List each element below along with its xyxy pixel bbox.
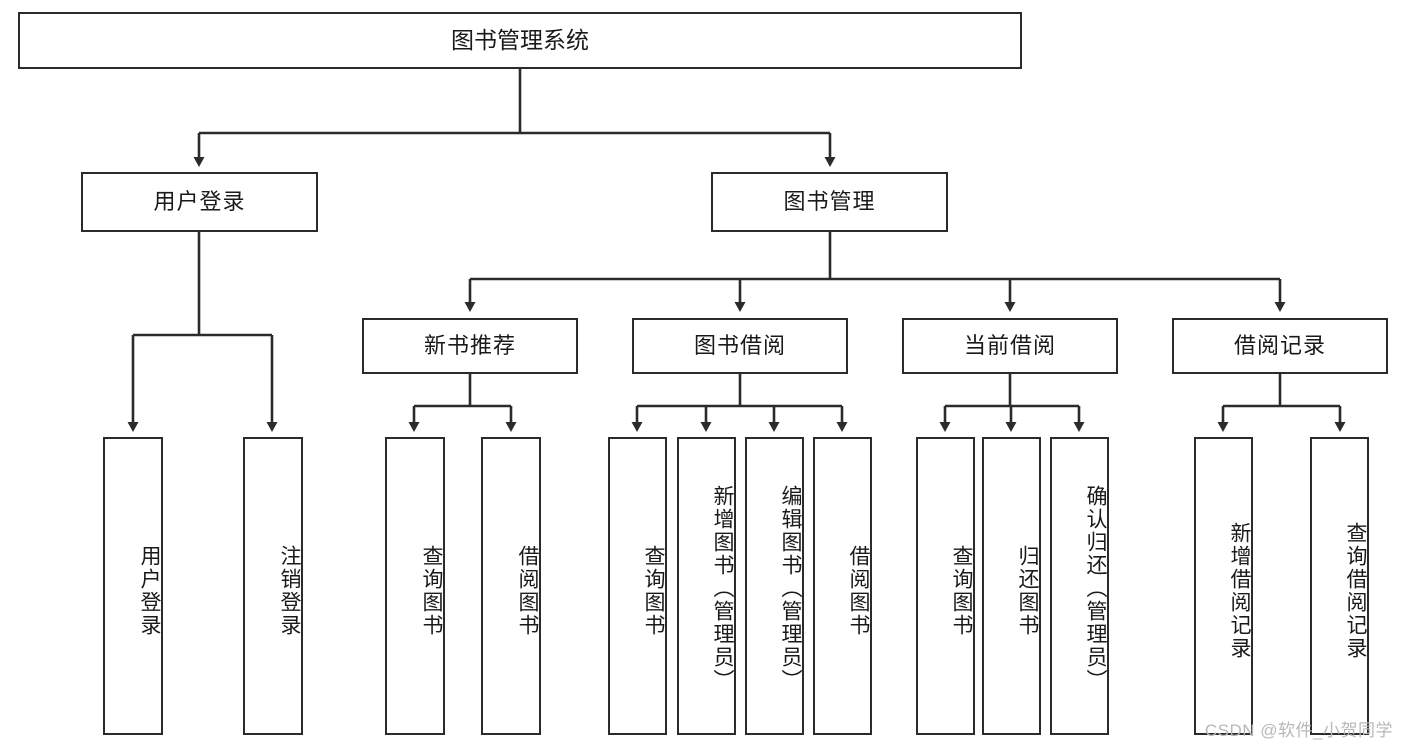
leaf-return-book-label: 归还图书 <box>1016 545 1039 637</box>
node-new-book-recommend-label: 新书推荐 <box>423 333 516 359</box>
leaf-query-book-new[interactable]: 查询图书 <box>385 437 445 735</box>
node-borrow-record-label: 借阅记录 <box>1233 333 1326 359</box>
node-borrow-record[interactable]: 借阅记录 <box>1172 318 1388 374</box>
leaf-add-borrow-record-label: 新增借阅记录 <box>1228 522 1251 660</box>
leaf-query-book-current-label: 查询图书 <box>950 545 973 637</box>
leaf-query-book-new-label: 查询图书 <box>420 545 443 637</box>
leaf-borrow-book-new[interactable]: 借阅图书 <box>481 437 541 735</box>
leaf-borrow-book[interactable]: 借阅图书 <box>813 437 872 735</box>
leaf-confirm-return-admin[interactable]: 确认归还（管理员） <box>1050 437 1109 735</box>
leaf-query-borrow-record-label: 查询借阅记录 <box>1344 522 1367 660</box>
leaf-edit-book-admin-label: 编辑图书（管理员） <box>779 484 802 692</box>
node-book-management-label: 图书管理 <box>783 189 876 215</box>
leaf-return-book[interactable]: 归还图书 <box>982 437 1041 735</box>
node-book-management[interactable]: 图书管理 <box>711 172 948 232</box>
node-root-label: 图书管理系统 <box>451 26 589 53</box>
node-book-borrow-label: 图书借阅 <box>693 333 786 359</box>
watermark: CSDN @软件_小贺同学 <box>1204 721 1393 740</box>
node-book-borrow[interactable]: 图书借阅 <box>632 318 848 374</box>
node-root[interactable]: 图书管理系统 <box>18 12 1022 69</box>
node-current-borrow-label: 当前借阅 <box>963 333 1056 359</box>
node-new-book-recommend[interactable]: 新书推荐 <box>362 318 578 374</box>
node-user-login[interactable]: 用户登录 <box>81 172 318 232</box>
leaf-user-login-label: 用户登录 <box>138 545 161 637</box>
leaf-query-borrow-record[interactable]: 查询借阅记录 <box>1310 437 1369 735</box>
leaf-logout[interactable]: 注销登录 <box>243 437 303 735</box>
leaf-query-book[interactable]: 查询图书 <box>608 437 667 735</box>
leaf-logout-label: 注销登录 <box>278 545 301 637</box>
node-user-login-label: 用户登录 <box>153 189 246 215</box>
leaf-user-login[interactable]: 用户登录 <box>103 437 163 735</box>
leaf-add-book-admin[interactable]: 新增图书（管理员） <box>677 437 736 735</box>
leaf-confirm-return-admin-label: 确认归还（管理员） <box>1084 484 1107 692</box>
leaf-borrow-book-label: 借阅图书 <box>847 545 870 637</box>
leaf-borrow-book-new-label: 借阅图书 <box>516 545 539 637</box>
leaf-add-book-admin-label: 新增图书（管理员） <box>711 484 734 692</box>
node-current-borrow[interactable]: 当前借阅 <box>902 318 1118 374</box>
leaf-query-book-current[interactable]: 查询图书 <box>916 437 975 735</box>
leaf-add-borrow-record[interactable]: 新增借阅记录 <box>1194 437 1253 735</box>
leaf-edit-book-admin[interactable]: 编辑图书（管理员） <box>745 437 804 735</box>
leaf-query-book-label: 查询图书 <box>642 545 665 637</box>
